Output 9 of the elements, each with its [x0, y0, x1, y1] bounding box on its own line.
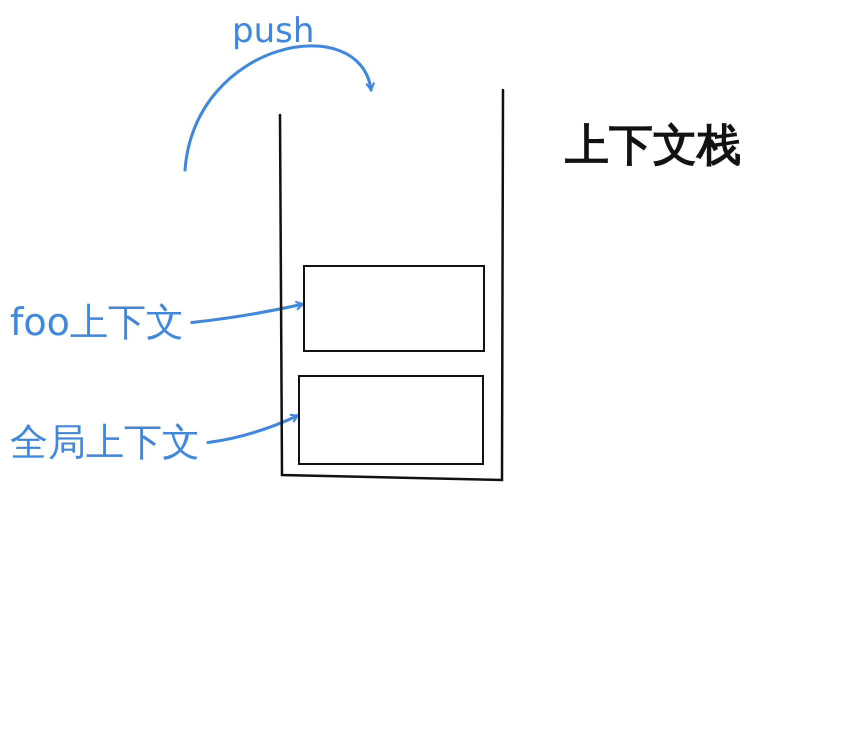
frame-box: [303, 265, 485, 352]
edge-label: push: [232, 11, 314, 51]
context-label: 全局上下文: [10, 419, 200, 466]
frame-box: [298, 375, 484, 465]
context-label: foo上下文: [10, 299, 184, 346]
arrow: [206, 414, 300, 444]
arrow: [190, 300, 304, 324]
arrow: [184, 44, 374, 172]
stack-title: 上下文栈: [565, 119, 741, 173]
